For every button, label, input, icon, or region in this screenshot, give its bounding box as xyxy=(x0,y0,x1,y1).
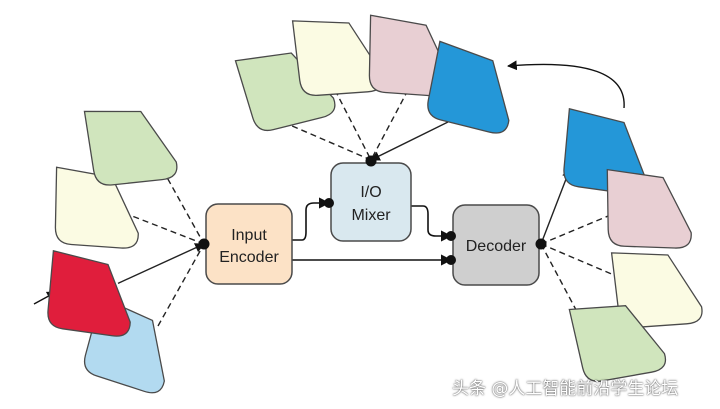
input-encoder-label-line2: Encoder xyxy=(219,249,279,266)
mixer-connection-line xyxy=(370,89,409,161)
input-red-shape xyxy=(42,250,140,339)
connection-ports xyxy=(198,155,547,265)
output-connection-line xyxy=(540,167,572,245)
output-connection-line xyxy=(540,243,621,279)
input-encoder-block: Input Encoder xyxy=(205,203,293,285)
decoder-label: Decoder xyxy=(466,238,527,255)
input-green-shape xyxy=(83,101,179,188)
mixer-blue-shape xyxy=(420,40,525,137)
input-connection-line xyxy=(117,243,205,284)
feedback-arrow xyxy=(507,60,625,109)
port-dot xyxy=(365,155,377,167)
mixer-to-decoder-arrow xyxy=(411,205,453,242)
mixer-connection-line xyxy=(334,89,372,161)
port-dot xyxy=(535,238,547,250)
port-dot xyxy=(446,231,456,241)
mixer-connection-line xyxy=(282,121,372,161)
port-dot xyxy=(446,255,456,265)
dashed-connections xyxy=(123,89,621,327)
mixer-modality-shapes xyxy=(234,14,525,137)
io-mixer-label-line1: I/O xyxy=(360,184,381,201)
input-connection-line xyxy=(157,243,205,327)
output-connection-line xyxy=(540,243,582,320)
input-modality-shapes xyxy=(42,101,184,397)
output-modality-shapes xyxy=(558,108,704,385)
decoder-block: Decoder xyxy=(452,204,540,286)
input-encoder-label-line1: Input xyxy=(231,227,267,244)
input-encoder-box xyxy=(205,203,293,285)
port-dot xyxy=(324,198,334,208)
port-dot xyxy=(198,238,210,250)
output-pink-shape xyxy=(603,168,695,250)
watermark-text: 头条 @人工智能前沿学生论坛 xyxy=(452,379,679,399)
mixer-connection-line xyxy=(370,121,449,161)
io-mixer-block: I/O Mixer xyxy=(330,162,412,242)
io-mixer-label-line2: Mixer xyxy=(351,207,391,224)
solid-connections xyxy=(33,60,625,305)
input-connection-line xyxy=(123,212,205,245)
io-mixer-box xyxy=(330,162,412,242)
encoder-to-mixer-arrow xyxy=(292,197,331,241)
output-connection-line xyxy=(540,213,613,245)
